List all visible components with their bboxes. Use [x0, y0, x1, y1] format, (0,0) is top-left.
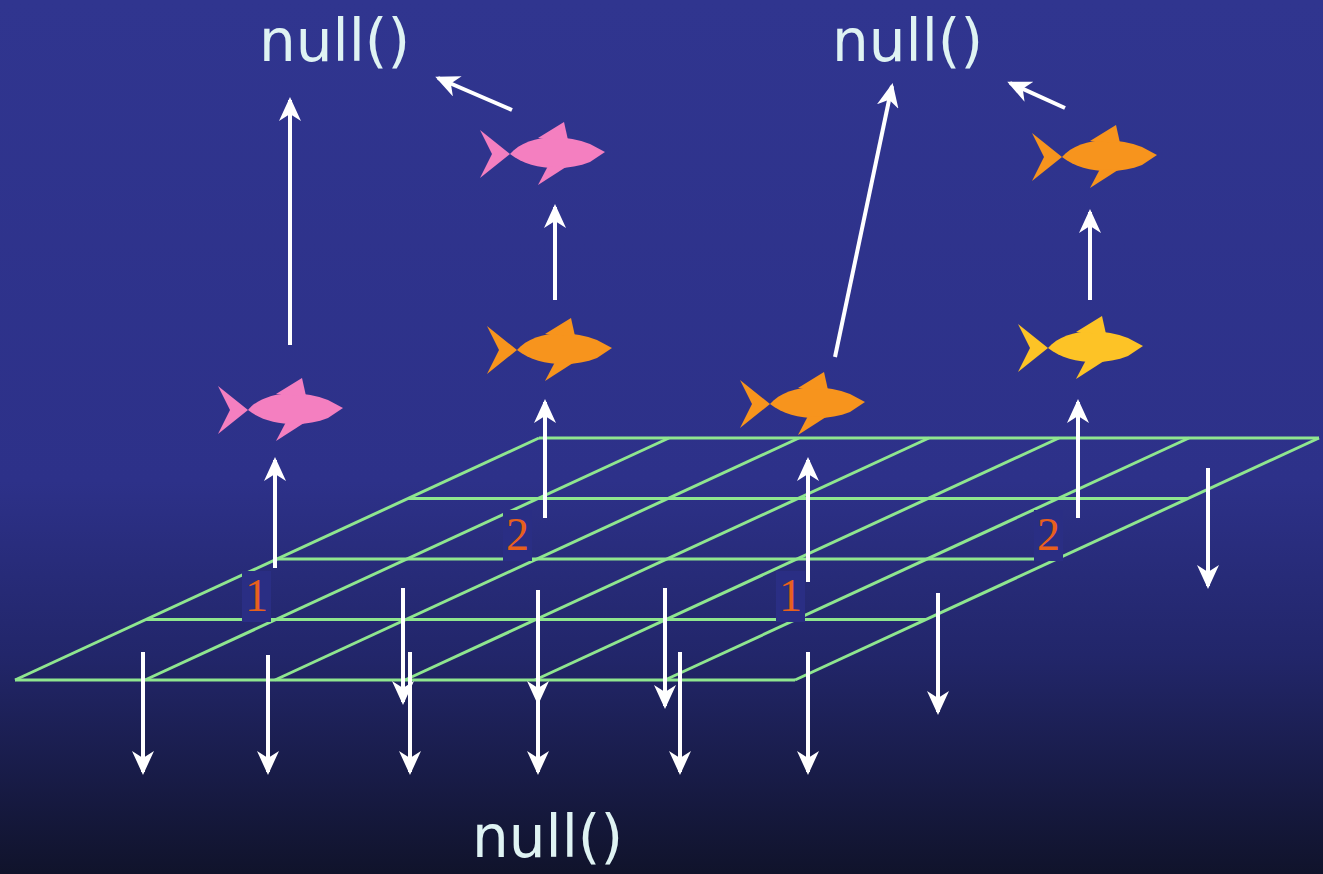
- callout-number: 2: [1034, 510, 1063, 561]
- null-label: null(): [472, 806, 623, 870]
- down-arrows: [143, 468, 1208, 772]
- callout-number: 2: [503, 510, 532, 561]
- null-label: null(): [259, 10, 410, 74]
- callout-number: 1: [242, 571, 271, 622]
- null-label: null(): [832, 10, 983, 74]
- callout-number: 1: [776, 571, 805, 622]
- up-arrows: [275, 78, 1090, 582]
- fish-group: [218, 122, 1157, 441]
